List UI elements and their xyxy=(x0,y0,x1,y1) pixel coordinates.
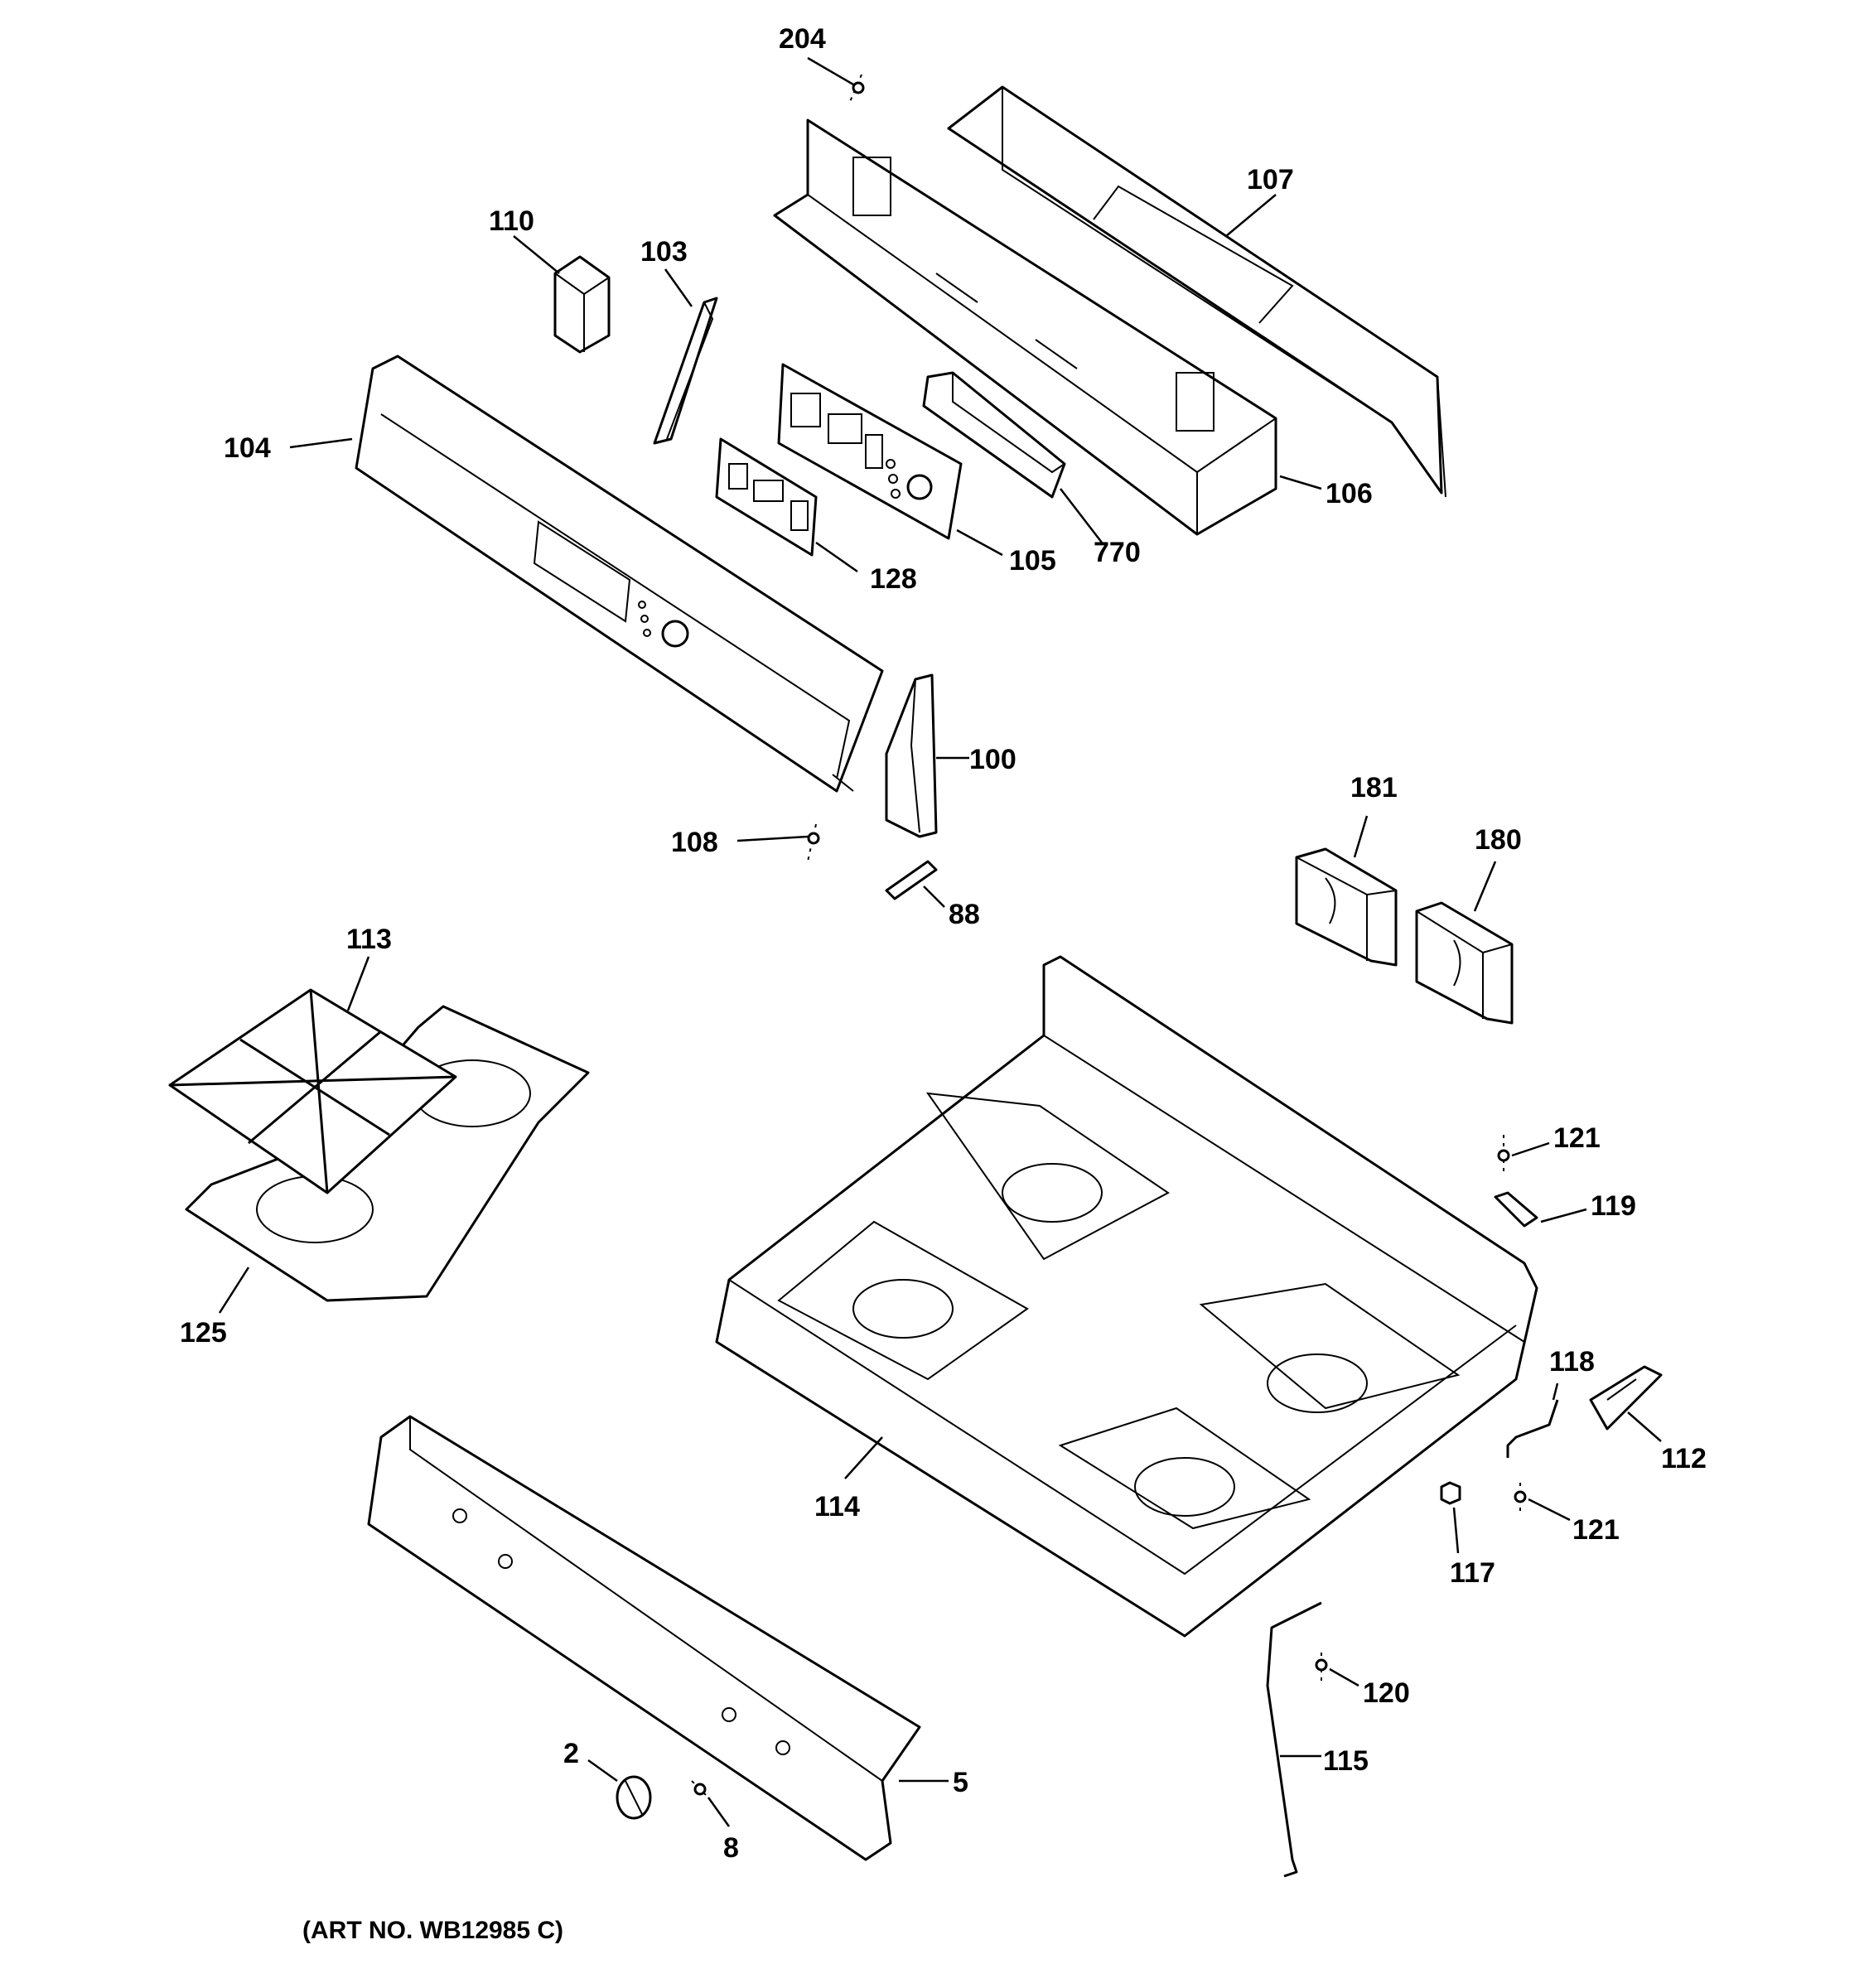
callout-181: 181 xyxy=(1350,772,1398,803)
part-125-drip-tray xyxy=(185,1005,590,1302)
part-180-bracket xyxy=(1415,901,1514,1025)
part-88-clip xyxy=(885,860,938,900)
callout-180: 180 xyxy=(1475,824,1522,856)
leader-lines xyxy=(218,56,1662,1827)
part-118-hinge xyxy=(1506,1399,1559,1458)
part-114-cooktop xyxy=(715,955,1538,1638)
callout-2: 2 xyxy=(563,1738,579,1769)
part-117-nut xyxy=(1440,1481,1461,1505)
part-121-screw-top xyxy=(1497,1135,1510,1176)
part-770-cover xyxy=(922,371,1066,499)
part-100-end-cap xyxy=(885,673,938,838)
part-106-backsplash-bracket xyxy=(773,118,1277,536)
part-8-screw xyxy=(691,1780,709,1798)
callout-105: 105 xyxy=(1009,545,1056,577)
part-113-grate xyxy=(168,988,457,1194)
part-5-manifold-panel xyxy=(367,1415,921,1861)
part-120-screw xyxy=(1315,1653,1328,1682)
part-104-control-panel xyxy=(355,355,884,793)
callout-128: 128 xyxy=(870,563,917,595)
art-number-caption: (ART NO. WB12985 C) xyxy=(302,1917,563,1944)
part-181-bracket xyxy=(1295,847,1398,967)
callout-121-top: 121 xyxy=(1553,1122,1601,1154)
part-119-bracket xyxy=(1494,1191,1538,1228)
callout-120: 120 xyxy=(1363,1677,1410,1709)
part-115-rod xyxy=(1266,1601,1322,1878)
callout-108: 108 xyxy=(671,827,718,858)
callout-107: 107 xyxy=(1247,164,1294,195)
part-204-screw xyxy=(848,74,865,104)
part-128-overlay xyxy=(715,437,818,557)
callout-118: 118 xyxy=(1549,1346,1595,1378)
part-2-knob xyxy=(616,1775,652,1820)
part-105-control-board xyxy=(777,363,963,540)
callout-113: 113 xyxy=(346,924,392,955)
callout-121-bottom: 121 xyxy=(1572,1514,1620,1546)
part-103-bracket xyxy=(653,297,718,445)
callout-115: 115 xyxy=(1323,1745,1369,1777)
callout-100: 100 xyxy=(969,744,1017,775)
callout-119: 119 xyxy=(1591,1190,1636,1222)
callout-125: 125 xyxy=(180,1317,227,1349)
callout-106: 106 xyxy=(1326,478,1373,509)
callout-88: 88 xyxy=(949,899,980,930)
callout-770: 770 xyxy=(1094,537,1141,568)
part-108-screw xyxy=(807,823,820,862)
part-112-latch xyxy=(1589,1365,1663,1431)
callout-104: 104 xyxy=(224,432,271,464)
callout-114: 114 xyxy=(814,1491,860,1522)
callout-8: 8 xyxy=(723,1832,739,1864)
callout-204: 204 xyxy=(779,23,826,55)
part-107-rear-cover xyxy=(947,85,1446,498)
part-110-relay xyxy=(553,255,611,354)
callout-labels: 204 107 110 103 104 106 128 105 770 100 … xyxy=(180,23,1707,1864)
callout-112: 112 xyxy=(1661,1443,1707,1474)
part-121-screw-bottom xyxy=(1514,1483,1527,1512)
callout-103: 103 xyxy=(640,236,688,268)
callout-5: 5 xyxy=(953,1767,968,1798)
callout-117: 117 xyxy=(1450,1557,1495,1589)
callout-110: 110 xyxy=(489,205,534,237)
